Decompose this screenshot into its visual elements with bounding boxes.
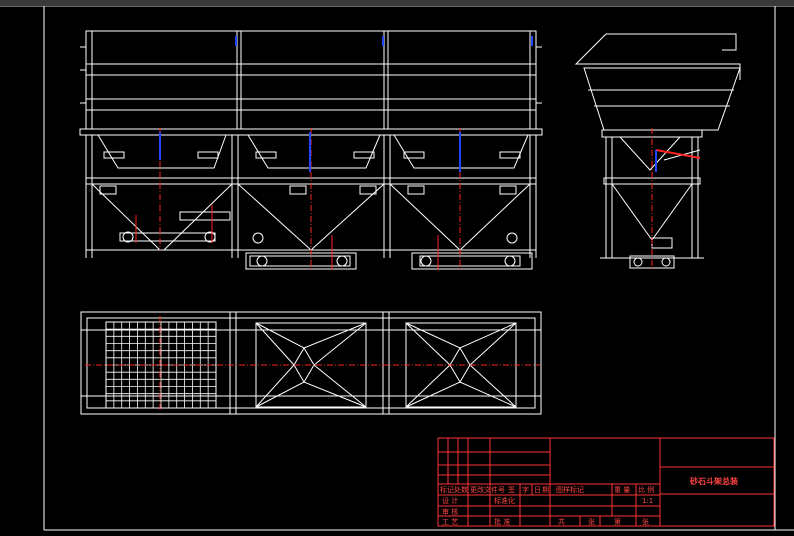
side-view-centerlines (651, 128, 701, 270)
side-view (574, 33, 741, 269)
sheet-label-2: 第 (614, 517, 621, 526)
tb-header-5: 期 (542, 486, 549, 494)
plan-view (80, 311, 542, 415)
tb-header-3: 字 (522, 485, 529, 494)
title-block-text: 砂石斗架总装 标记处数 更改文件号 签 字 日 期 设 计 审 核 工 艺 标准… (440, 476, 738, 526)
tb-header-2: 签 (508, 485, 515, 494)
tb-row-label-1: 审 核 (442, 507, 458, 516)
tb-header-1: 更改文件号 (470, 485, 505, 494)
tb-row-label-2: 工 艺 (442, 518, 458, 526)
tb-row-label-0: 设 计 (442, 496, 458, 505)
front-view (79, 30, 543, 270)
plan-view-centerlines (85, 316, 540, 410)
sheet-label-3: 张 (642, 517, 649, 526)
tb-row-value-2: 批 准 (494, 517, 510, 526)
window-top-bar (0, 0, 794, 7)
scale-label: 比 例 (638, 485, 654, 494)
tb-row-value-0: 标准化 (494, 496, 515, 505)
sheet-label-0: 共 (558, 517, 565, 526)
grid-screen (106, 322, 216, 408)
title-block (437, 437, 775, 527)
weight-label: 重 量 (614, 486, 630, 494)
tb-header-4: 日 (534, 486, 541, 494)
sheet-label-1: 张 (588, 517, 595, 526)
stage-label: 图样标记 (556, 485, 584, 494)
drawing-frame (43, 6, 794, 531)
tb-header-0: 标记处数 (440, 485, 468, 494)
scale-value: 1:1 (642, 497, 653, 505)
drawing-title: 砂石斗架总装 (689, 476, 738, 486)
front-view-centerlines (135, 36, 533, 270)
